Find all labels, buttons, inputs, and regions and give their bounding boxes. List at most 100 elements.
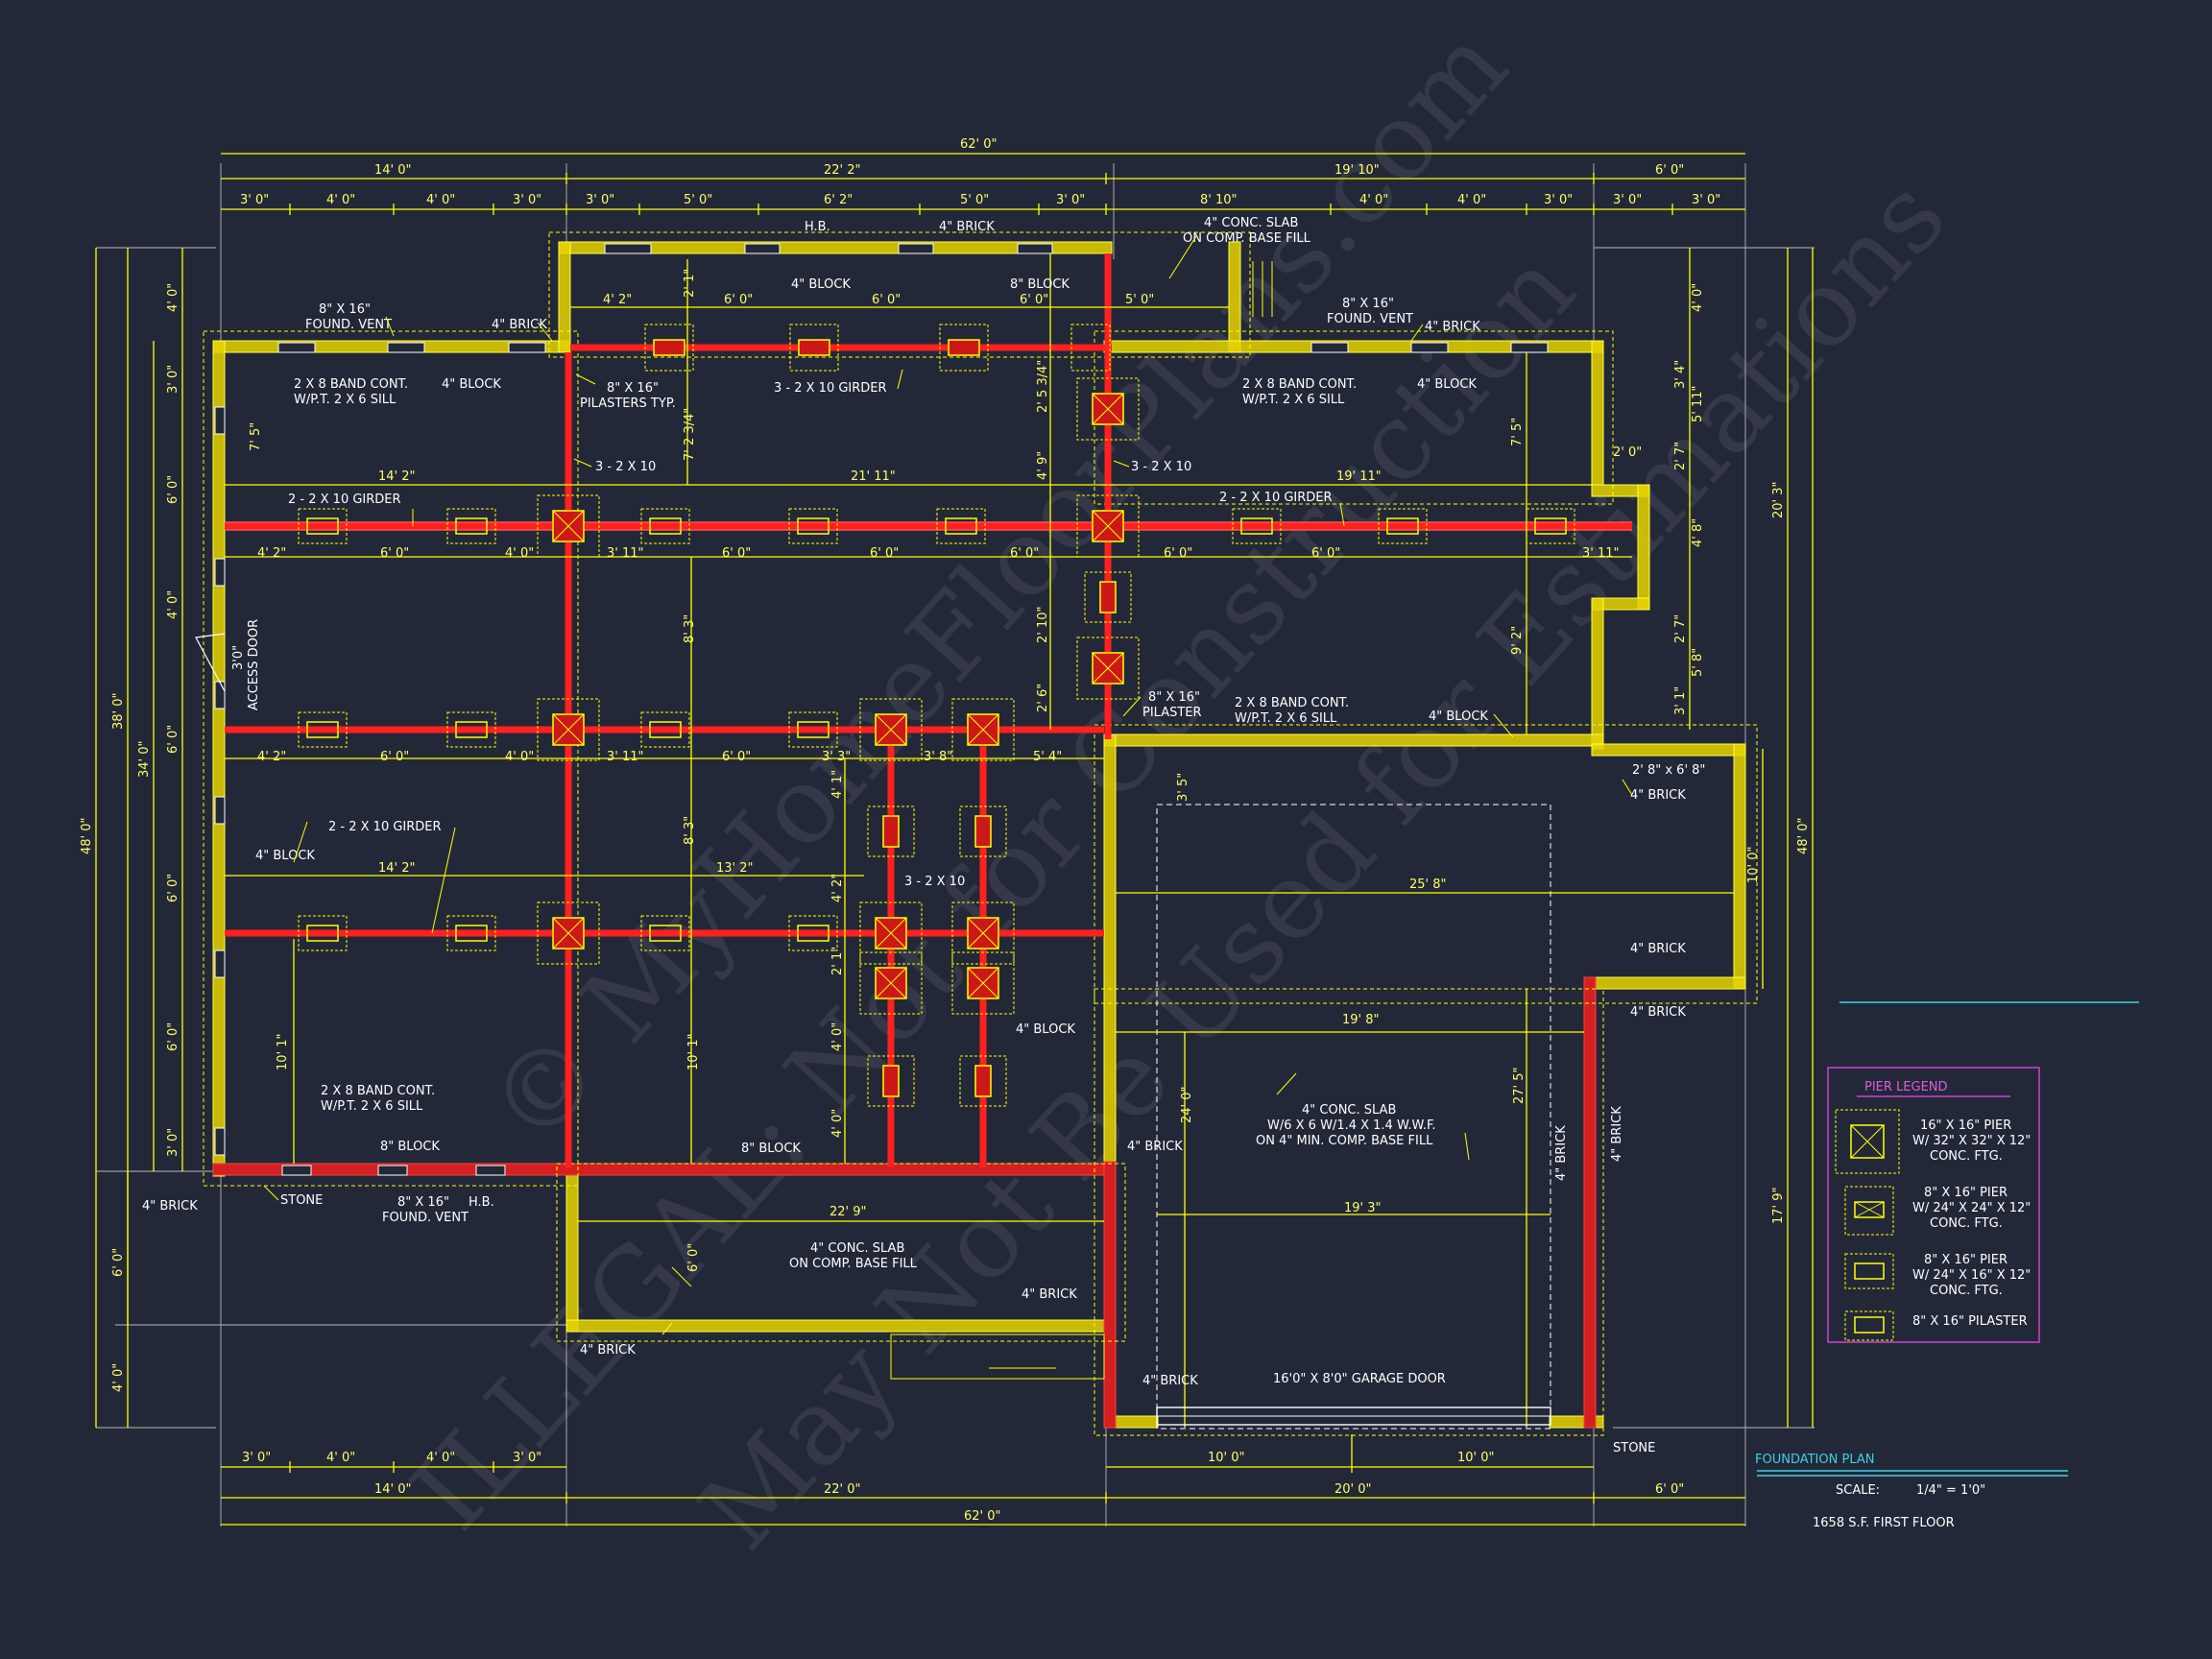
- legend-item2-l2: W/ 24" X 24" X 12": [1912, 1201, 2031, 1215]
- pier-16-12: [951, 951, 1015, 1015]
- steps: [890, 261, 1273, 1380]
- wall-mid-horizontal: [1103, 733, 1604, 747]
- dim-bot-sub-4: 3' 0": [513, 1451, 541, 1465]
- legend-box: [1827, 1067, 2040, 1343]
- legend-item4: 8" X 16" PILASTER: [1912, 1314, 2028, 1329]
- access-door-swing: [195, 633, 226, 692]
- dim-left-seg-2: 3' 0": [166, 365, 180, 394]
- note-brick-bl: 4" BRICK: [142, 1199, 198, 1214]
- dim-v-7: 10' 1": [686, 1034, 701, 1071]
- dim-r3-2: 6' 0": [380, 750, 409, 764]
- pier-16-7: [951, 698, 1015, 761]
- dim-bot-sub-1: 3' 0": [242, 1451, 271, 1465]
- dim-bot-seg-3: 20' 0": [1334, 1482, 1372, 1497]
- note-vent-tr-2: FOUND. VENT: [1327, 312, 1413, 326]
- dim-v-8: 2' 5 3/4": [1036, 360, 1050, 413]
- legend-symbol-3: [1844, 1253, 1894, 1289]
- dim-right-seg-7: 5' 8": [1691, 648, 1705, 677]
- dim-r2-9: 6' 0": [1311, 546, 1340, 561]
- dim-bot-seg-4: 6' 0": [1655, 1482, 1684, 1497]
- pier-8-row-b: [298, 711, 838, 748]
- plan-title: FOUNDATION PLAN: [1755, 1453, 1874, 1467]
- note-stone-right: STONE: [1613, 1441, 1655, 1455]
- legend-symbol-1: [1835, 1109, 1900, 1174]
- dim-bot-seg-2: 22' 0": [824, 1482, 861, 1497]
- dim-top-sub-4: 3' 0": [513, 193, 541, 207]
- dim-v-4: 8' 3": [683, 614, 697, 643]
- dim-top-seg-4: 6' 0": [1655, 163, 1684, 178]
- dim-bot-sub-6: 10' 0": [1457, 1451, 1495, 1465]
- wall-left: [212, 340, 226, 1177]
- dim-right-seg-8: 3' 1": [1673, 686, 1688, 715]
- dim-v-3: 7' 2 3/4": [683, 408, 697, 461]
- dim-top-total: 62' 0": [960, 137, 998, 152]
- legend-item1-l2: W/ 32" X 32" X 12": [1912, 1134, 2031, 1148]
- dim-gb-1: 14' 2": [378, 861, 416, 876]
- dim-r3-3: 4' 0": [505, 750, 534, 764]
- pier-16-11: [859, 951, 923, 1015]
- note-hb-bottom: H.B.: [469, 1195, 494, 1210]
- dim-r2-1: 4' 2": [257, 546, 286, 561]
- wall-garage-right-top: [1591, 743, 1746, 757]
- dim-right-total: 48' 0": [1796, 818, 1811, 855]
- wall-right-bump-v: [1637, 484, 1650, 611]
- dim-v-14: 3' 5": [1176, 773, 1190, 802]
- dim-bot-sub-3: 4' 0": [426, 1451, 455, 1465]
- wall-garage-step: [1583, 976, 1746, 990]
- notes: 8" X 16" FOUND. VENT 4" BRICK 4" BLOCK 2…: [142, 216, 1686, 1455]
- note-block-top: 4" BLOCK: [791, 277, 851, 292]
- note-block-a: 4" BLOCK: [442, 377, 501, 392]
- dim-gb-2: 13' 2": [716, 861, 754, 876]
- dim-r1-6: 5' 0": [1125, 293, 1154, 307]
- dim-left-seg-1: 4' 0": [166, 283, 180, 312]
- interior-dim-lines: [225, 253, 1734, 1428]
- pier-16-10: [951, 902, 1015, 965]
- dim-r3-8: 5' 4": [1033, 750, 1062, 764]
- dim-r2-8: 6' 0": [1164, 546, 1192, 561]
- dim-r3-6: 3' 3": [822, 750, 851, 764]
- dim-top-sub-10: 8' 10": [1200, 193, 1238, 207]
- dim-ga-3: 19' 11": [1336, 469, 1382, 484]
- dim-r2-7: 6' 0": [1010, 546, 1039, 561]
- note-block-right: 4" BLOCK: [1417, 377, 1477, 392]
- dim-bot-sub-5: 10' 0": [1208, 1451, 1245, 1465]
- legend-item3-l3: CONC. FTG.: [1930, 1284, 2003, 1298]
- pier-16-5: [537, 698, 600, 761]
- dim-v-19: 4' 0": [830, 1109, 845, 1138]
- note-brick-g3: 4" BRICK: [1630, 1005, 1686, 1020]
- dim-v-2: 2' 1": [683, 269, 697, 298]
- dim-left-inner: 34' 0": [137, 741, 152, 779]
- dim-left-seg-10: 4' 0": [111, 1363, 126, 1392]
- dim-right-seg-5: 4' 8": [1691, 518, 1705, 547]
- dim-right-seg-1: 4' 0": [1691, 283, 1705, 312]
- dim-top-sub-8: 5' 0": [960, 193, 989, 207]
- dim-garage-door: 19' 3": [1344, 1201, 1382, 1215]
- dim-top-sub-13: 3' 0": [1544, 193, 1573, 207]
- dim-v-22: 27' 5": [1512, 1068, 1527, 1105]
- note-band-mid-1: 2 X 8 BAND CONT.: [1235, 696, 1349, 710]
- dim-r2-6: 6' 0": [870, 546, 899, 561]
- top-sub-ticks: [289, 204, 1673, 215]
- pier-16-6: [859, 698, 923, 761]
- dim-bot-sub-2: 4' 0": [326, 1451, 355, 1465]
- title-block: FOUNDATION PLAN SCALE: 1/4" = 1'0" 1658 …: [1755, 1001, 2139, 1530]
- dim-right-seg-3: 5' 11": [1691, 386, 1705, 423]
- dim-v-12: 7' 5": [1510, 418, 1525, 446]
- note-band-left-2: W/P.T. 2 X 6 SILL: [294, 393, 397, 407]
- note-brick-v1: 4" BRICK: [1554, 1125, 1569, 1181]
- dim-porch-width: 22' 9": [830, 1205, 867, 1219]
- dim-top-sub-6: 5' 0": [684, 193, 712, 207]
- interior-dim-text: 4' 2" 6' 0" 6' 0" 6' 0" 5' 0" 14' 2" 21'…: [249, 269, 1705, 1272]
- dim-top-sub-2: 4' 0": [326, 193, 355, 207]
- note-band-mid-2: W/P.T. 2 X 6 SILL: [1235, 711, 1337, 726]
- dim-top-seg-2: 22' 2": [824, 163, 861, 178]
- dim-right-seg-6: 2' 7": [1673, 614, 1688, 643]
- dim-top-sub-12: 4' 0": [1457, 193, 1486, 207]
- legend-item1-l1: 16" X 16" PIER: [1920, 1118, 2011, 1133]
- bottom-dimensions: 3' 0" 4' 0" 4' 0" 3' 0" 10' 0" 10' 0" 14…: [221, 1434, 1745, 1526]
- pier-8-row-top: [644, 324, 1111, 372]
- dim-top-sub-9: 3' 0": [1056, 193, 1085, 207]
- note-hb-top: H.B.: [805, 220, 830, 234]
- pier-legend: PIER LEGEND 16" X 16" PIER W/ 32" X 32" …: [1827, 1067, 2040, 1343]
- note-brick-pm: 4" BRICK: [1022, 1287, 1077, 1302]
